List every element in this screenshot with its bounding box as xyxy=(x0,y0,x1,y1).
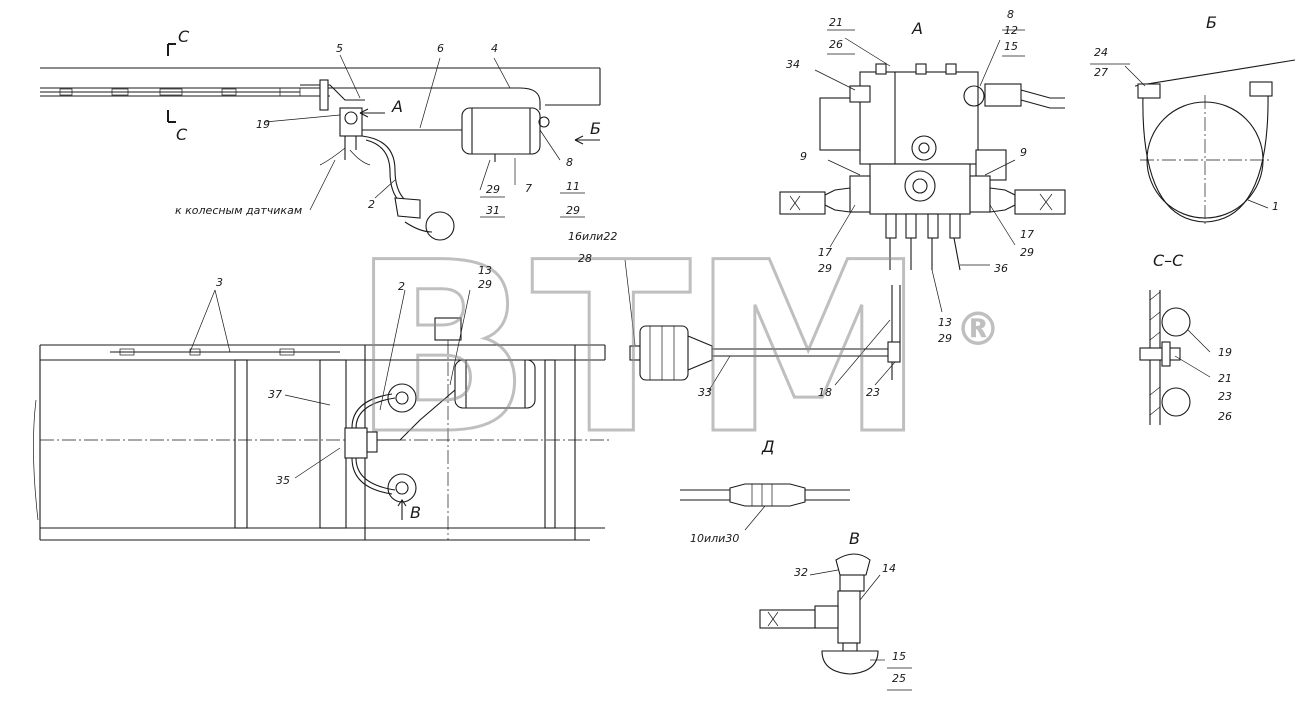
callout-35: 35 xyxy=(276,474,290,487)
callout-33: 33 xyxy=(698,386,712,399)
callout-3: 3 xyxy=(216,276,223,289)
callout-a-12: 12 xyxy=(1004,24,1018,37)
callout-11: 11 xyxy=(566,180,580,193)
plan-view xyxy=(33,289,610,541)
callout-cc-26: 26 xyxy=(1218,410,1232,423)
callout-a-9-right: 9 xyxy=(1020,146,1027,159)
cut-c-bottom-label: С xyxy=(176,125,188,144)
callout-19: 19 xyxy=(256,118,270,131)
callout-16or22: 16или22 xyxy=(568,230,617,243)
view-a-title: А xyxy=(911,19,923,38)
callout-a-13: 13 xyxy=(938,316,952,329)
callout-29-bottom: 29 xyxy=(478,278,492,291)
callout-8-top: 8 xyxy=(566,156,573,169)
callout-a-9-left: 9 xyxy=(800,150,807,163)
callout-a-15: 15 xyxy=(1004,40,1018,53)
callout-b-24: 24 xyxy=(1094,46,1108,59)
watermark-registered: ® xyxy=(955,302,1001,356)
callout-a-34: 34 xyxy=(786,58,800,71)
callout-a-29-bottom: 29 xyxy=(938,332,952,345)
callout-d-10or30: 10или30 xyxy=(690,532,739,545)
callout-v-14: 14 xyxy=(882,562,896,575)
callout-b-1: 1 xyxy=(1272,200,1279,213)
section-cc-title: С–С xyxy=(1153,251,1184,270)
callout-7: 7 xyxy=(525,182,532,195)
arrow-b-label: Б xyxy=(590,119,601,138)
callout-23: 23 xyxy=(866,386,880,399)
cut-c-top-label: С xyxy=(178,27,190,46)
arrow-v-label: В xyxy=(410,503,421,522)
callout-v-32: 32 xyxy=(794,566,808,579)
callout-a-17-right: 17 xyxy=(1020,228,1034,241)
callout-a-21: 21 xyxy=(829,16,843,29)
view-v-tee-fitting xyxy=(759,553,912,691)
callout-a-29-right: 29 xyxy=(1020,246,1034,259)
callout-5: 5 xyxy=(336,42,343,55)
callout-a-26: 26 xyxy=(829,38,843,51)
view-d-title: Д xyxy=(761,437,775,456)
callout-cc-23: 23 xyxy=(1218,390,1232,403)
callout-cc-19: 19 xyxy=(1218,346,1232,359)
watermark-logo: BTM xyxy=(352,213,925,486)
callout-4: 4 xyxy=(491,42,498,55)
callout-2-top: 2 xyxy=(368,198,375,211)
callout-2-bottom: 2 xyxy=(398,280,405,293)
btm-watermark: BTM ® xyxy=(351,212,1002,488)
callout-a-29-left: 29 xyxy=(818,262,832,275)
callout-28: 28 xyxy=(578,252,592,265)
callout-18: 18 xyxy=(818,386,832,399)
view-b-title: Б xyxy=(1206,13,1217,32)
view-d-connector xyxy=(680,483,850,531)
callout-37: 37 xyxy=(268,388,282,401)
wheel-sensors-note: к колесным датчикам xyxy=(175,204,302,217)
callout-b-27: 27 xyxy=(1094,66,1108,79)
side-view xyxy=(40,43,601,241)
callout-v-15: 15 xyxy=(892,650,906,663)
cable-33-assembly xyxy=(624,259,901,393)
callout-v-25: 25 xyxy=(892,672,906,685)
view-a-valve-block xyxy=(779,29,1066,313)
callout-cc-21: 21 xyxy=(1218,372,1232,385)
callout-29b: 29 xyxy=(566,204,580,217)
callout-a-36: 36 xyxy=(994,262,1008,275)
callout-a-8: 8 xyxy=(1007,8,1014,21)
callout-a-17-left: 17 xyxy=(818,246,832,259)
section-c-c xyxy=(1139,290,1211,425)
callout-6: 6 xyxy=(437,42,444,55)
callout-29a: 29 xyxy=(486,183,500,196)
callout-13-bottom: 13 xyxy=(478,264,492,277)
view-v-title: В xyxy=(849,529,860,548)
view-b-tank-clamp xyxy=(1090,59,1296,225)
arrow-a-label: А xyxy=(391,97,403,116)
callout-31: 31 xyxy=(486,204,500,217)
